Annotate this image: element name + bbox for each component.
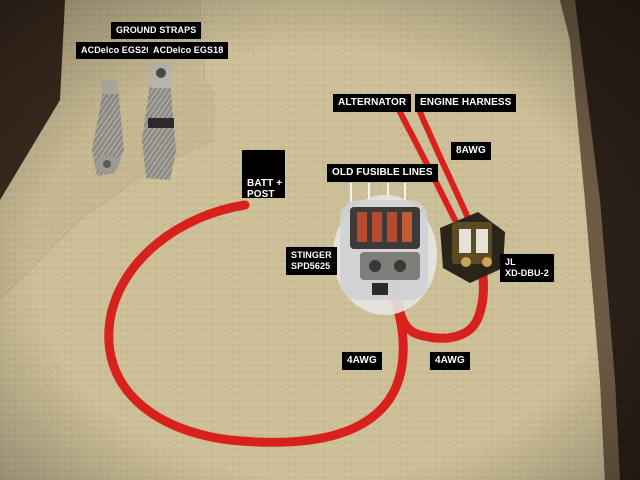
label-batt-post: BATT + POST (242, 150, 285, 200)
label-4awg-right: 4AWG (430, 352, 470, 370)
label-alternator: ALTERNATOR (333, 94, 412, 112)
label-8awg: 8AWG (451, 142, 491, 160)
label-stinger: STINGER SPD5625 (286, 247, 337, 275)
label-old-fusible-lines: OLD FUSIBLE LINES (327, 164, 438, 182)
label-engine-harness: ENGINE HARNESS (415, 94, 517, 112)
label-4awg-left: 4AWG (342, 352, 382, 370)
label-jl: JL XD-DBU-2 (500, 254, 554, 282)
label-egs18: ACDelco EGS18 (148, 42, 229, 59)
label-ground-straps: GROUND STRAPS (111, 22, 202, 39)
label-egs20: ACDelco EGS20 (76, 42, 157, 59)
